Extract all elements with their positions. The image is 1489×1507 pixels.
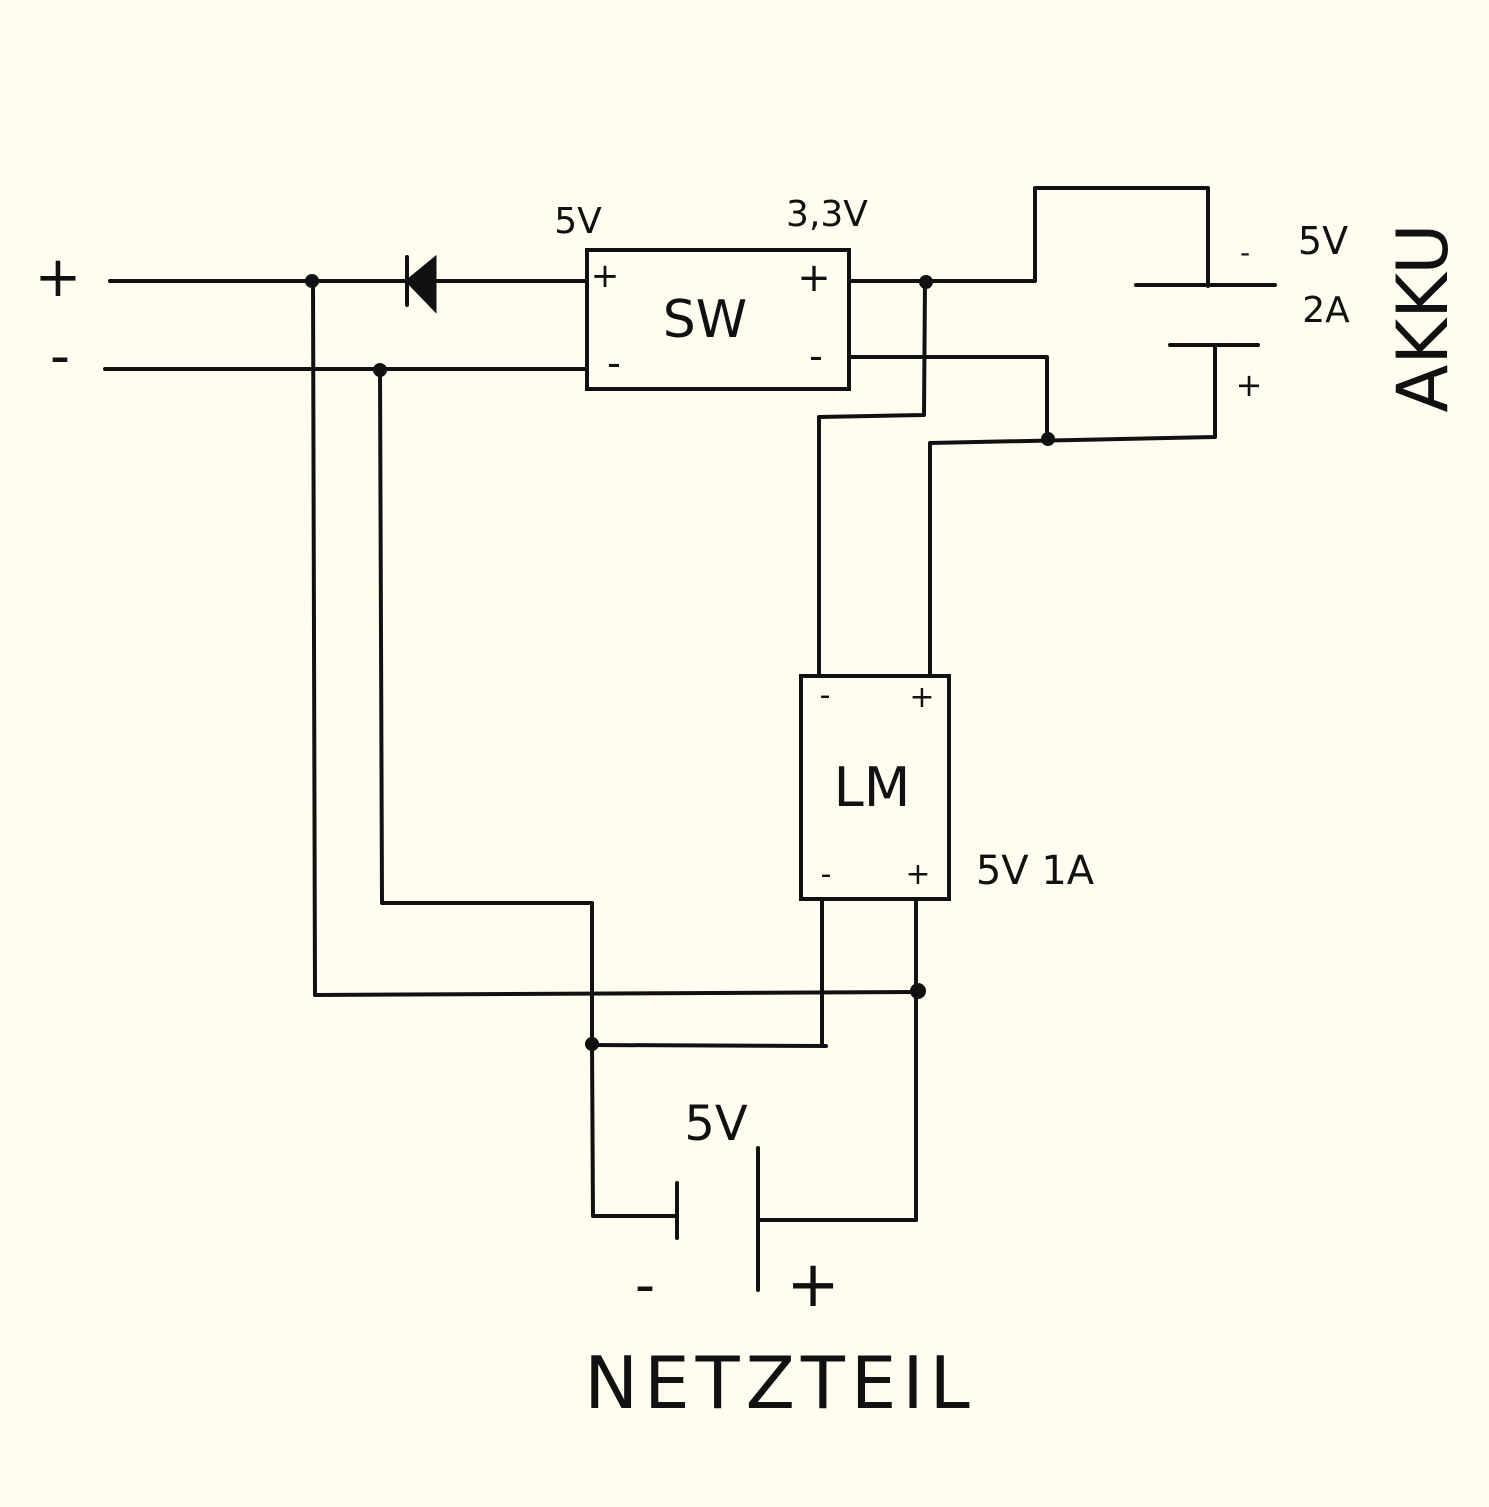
supply-voltage: 5V	[684, 1096, 748, 1152]
lm-label: LM	[834, 756, 911, 819]
supply-symbol	[675, 1146, 760, 1292]
supply-plus-label: +	[786, 1248, 840, 1322]
wire-sw-plus-to-lm	[817, 279, 927, 677]
junction-dot	[919, 275, 933, 289]
wire-plus-bus	[313, 990, 920, 997]
lm-top-minus: -	[820, 678, 831, 713]
wire-akku-plus	[928, 343, 1217, 677]
sw-in-voltage: 5V	[554, 201, 602, 242]
input-plus-label: +	[35, 245, 82, 310]
battery-current: 2A	[1302, 290, 1350, 331]
battery-symbol	[1134, 283, 1277, 347]
switch-module: SW 5V 3,3V + - + -	[554, 194, 868, 391]
lm-bottom-minus: -	[821, 857, 832, 892]
lm-top-plus: +	[909, 680, 934, 715]
wires	[103, 186, 1217, 1222]
diode-icon	[404, 254, 437, 314]
sw-label: SW	[663, 290, 747, 350]
wire-plus-vertical	[311, 279, 317, 997]
wire-sw-plus-to-akku	[847, 186, 1210, 288]
junction-dot	[373, 363, 387, 377]
wire-minus-to-supply	[378, 367, 594, 1047]
sw-out-voltage: 3,3V	[786, 194, 868, 235]
sw-in-plus: +	[591, 256, 620, 296]
junctions	[305, 274, 1055, 1051]
sw-out-minus: -	[809, 334, 823, 378]
lm-rating: 5V 1A	[976, 848, 1095, 894]
supply-minus-label: -	[635, 1253, 655, 1318]
wire-minus-bus	[590, 1043, 828, 1048]
sw-out-plus: +	[797, 255, 831, 301]
battery-plus-label: +	[1236, 366, 1263, 404]
junction-dot	[910, 983, 926, 999]
regulator-module: LM - + - + 5V 1A	[799, 674, 1095, 901]
input-minus-label: -	[50, 324, 70, 389]
wire-sw-minus-to-akku	[847, 355, 1049, 440]
battery-title: AKKU	[1382, 223, 1464, 412]
supply-title: NETZTEIL	[584, 1341, 975, 1425]
junction-dot	[1041, 432, 1055, 446]
sw-in-minus: -	[607, 341, 621, 385]
wire-supply-minus	[590, 1043, 678, 1218]
battery-voltage: 5V	[1298, 219, 1348, 263]
junction-dot	[305, 274, 319, 288]
battery-minus-label: -	[1240, 236, 1250, 269]
junction-dot	[585, 1037, 599, 1051]
lm-bottom-plus: +	[905, 857, 930, 892]
